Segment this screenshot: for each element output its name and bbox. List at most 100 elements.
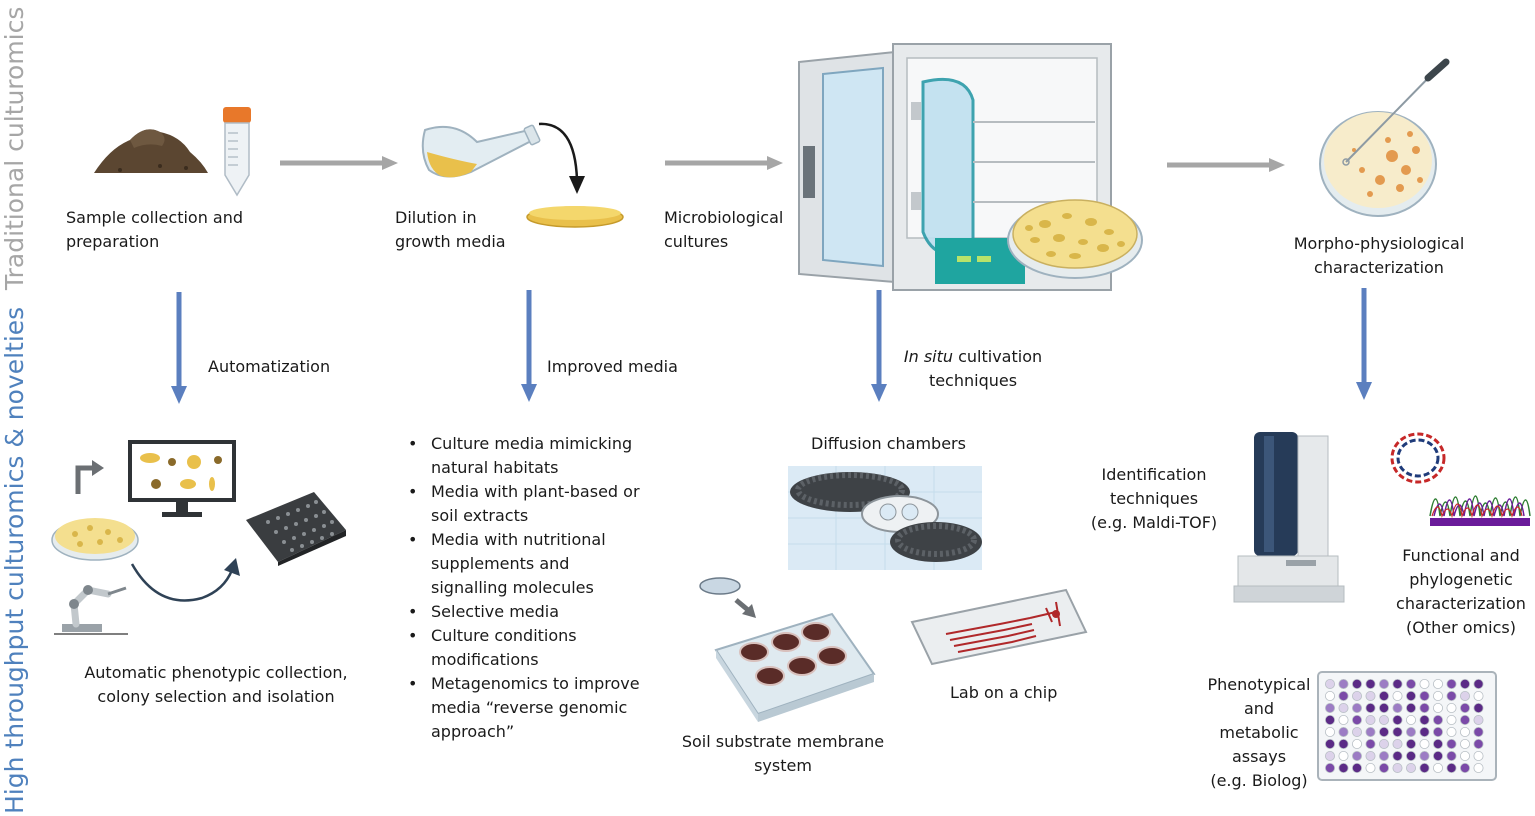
biolog-well bbox=[1392, 703, 1403, 714]
biolog-well bbox=[1324, 751, 1335, 762]
diffusion-chamber-icon bbox=[788, 466, 982, 570]
biolog-well bbox=[1459, 727, 1470, 738]
maldi-tof-instrument-icon bbox=[1228, 428, 1346, 610]
biolog-well bbox=[1392, 715, 1403, 726]
biolog-well bbox=[1473, 763, 1484, 774]
biolog-well bbox=[1433, 715, 1444, 726]
lab-on-chip-label: Lab on a chip bbox=[950, 683, 1058, 702]
biolog-well bbox=[1446, 763, 1457, 774]
curved-arrow-icon bbox=[130, 558, 240, 602]
biolog-well bbox=[1459, 678, 1470, 689]
biolog-well bbox=[1338, 715, 1349, 726]
in-situ-rest: cultivation bbox=[953, 347, 1043, 366]
biolog-well bbox=[1459, 715, 1470, 726]
biolog-well bbox=[1446, 739, 1457, 750]
gray-arrow-1 bbox=[280, 156, 398, 170]
lab-on-chip-icon bbox=[910, 588, 1088, 666]
colony-petri-dish-icon bbox=[1007, 199, 1143, 279]
biolog-well bbox=[1446, 703, 1457, 714]
biolog-well bbox=[1379, 763, 1390, 774]
biolog-well bbox=[1419, 751, 1430, 762]
in-situ-italic: In situ bbox=[903, 347, 954, 366]
biolog-well bbox=[1379, 715, 1390, 726]
erlenmeyer-flask-icon bbox=[421, 124, 541, 178]
biolog-well bbox=[1338, 763, 1349, 774]
biolog-well bbox=[1446, 678, 1457, 689]
well-plate-icon bbox=[246, 492, 346, 566]
biolog-well bbox=[1352, 678, 1363, 689]
biolog-well bbox=[1473, 715, 1484, 726]
biolog-well bbox=[1433, 703, 1444, 714]
petri-dish-icon bbox=[526, 206, 624, 228]
biolog-well bbox=[1379, 739, 1390, 750]
biolog-well bbox=[1419, 727, 1430, 738]
biolog-well bbox=[1459, 739, 1470, 750]
computer-monitor-icon bbox=[128, 440, 236, 517]
biolog-well bbox=[1324, 703, 1335, 714]
biolog-well bbox=[1392, 763, 1403, 774]
in-situ-label: In situ cultivation techniques bbox=[903, 347, 1043, 390]
biolog-well bbox=[1392, 690, 1403, 701]
biolog-well bbox=[1352, 739, 1363, 750]
biolog-well bbox=[1433, 690, 1444, 701]
biolog-well bbox=[1324, 678, 1335, 689]
automatic-phenotypic-label: Automatic phenotypic collection,colony s… bbox=[84, 663, 348, 706]
biolog-well bbox=[1365, 763, 1376, 774]
culture-petri-dish-icon bbox=[51, 518, 139, 561]
biolog-well bbox=[1338, 703, 1349, 714]
membrane-disc-icon bbox=[699, 577, 756, 618]
biolog-well bbox=[1473, 690, 1484, 701]
biolog-well bbox=[1446, 727, 1457, 738]
biolog-well bbox=[1419, 690, 1430, 701]
biolog-well bbox=[1406, 690, 1417, 701]
biolog-well bbox=[1324, 763, 1335, 774]
biolog-plate-icon bbox=[1317, 671, 1497, 781]
inoculation-loop-icon bbox=[1319, 58, 1450, 217]
biolog-well bbox=[1352, 715, 1363, 726]
diffusion-chambers-label: Diffusion chambers bbox=[811, 434, 966, 453]
biolog-well bbox=[1392, 739, 1403, 750]
biolog-well bbox=[1352, 690, 1363, 701]
biolog-well bbox=[1473, 678, 1484, 689]
biolog-well bbox=[1406, 751, 1417, 762]
biolog-well bbox=[1324, 690, 1335, 701]
biolog-well bbox=[1459, 690, 1470, 701]
biolog-well bbox=[1459, 751, 1470, 762]
blue-arrow-2 bbox=[521, 290, 537, 402]
biolog-well bbox=[1473, 727, 1484, 738]
biolog-well bbox=[1338, 678, 1349, 689]
biolog-well bbox=[1433, 739, 1444, 750]
biolog-well bbox=[1379, 703, 1390, 714]
gray-arrow-2 bbox=[665, 156, 783, 170]
biolog-well bbox=[1392, 678, 1403, 689]
biolog-well bbox=[1433, 751, 1444, 762]
biolog-well bbox=[1419, 739, 1430, 750]
biolog-well bbox=[1446, 715, 1457, 726]
biolog-well bbox=[1365, 715, 1376, 726]
biolog-well bbox=[1324, 727, 1335, 738]
biolog-well bbox=[1406, 715, 1417, 726]
biolog-well bbox=[1365, 751, 1376, 762]
biolog-well bbox=[1338, 739, 1349, 750]
biolog-well bbox=[1365, 727, 1376, 738]
biolog-well bbox=[1419, 703, 1430, 714]
soil-pile-icon bbox=[94, 129, 208, 173]
biolog-well bbox=[1406, 763, 1417, 774]
biolog-well bbox=[1352, 727, 1363, 738]
dispense-arrow-icon bbox=[538, 122, 585, 194]
biolog-well bbox=[1379, 690, 1390, 701]
biolog-well bbox=[1352, 751, 1363, 762]
biolog-well bbox=[1459, 703, 1470, 714]
